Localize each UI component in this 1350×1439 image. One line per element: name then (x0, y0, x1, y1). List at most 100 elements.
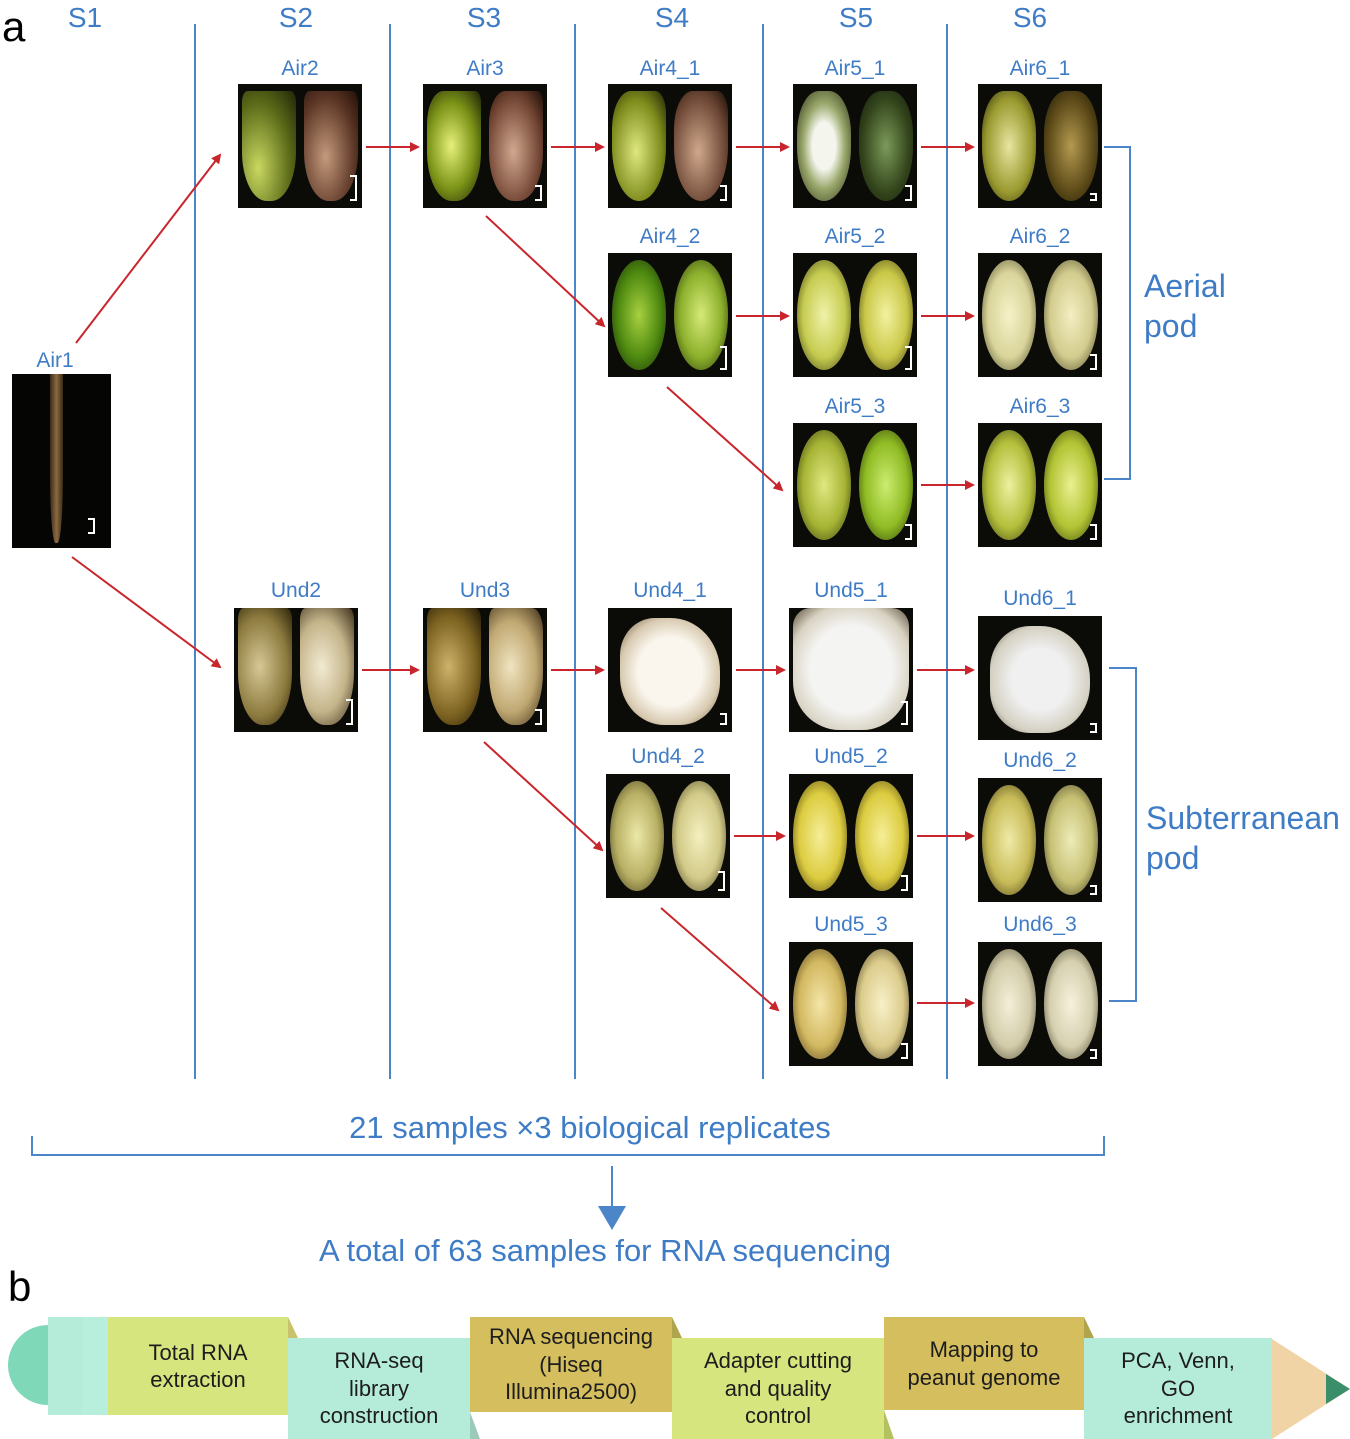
sample-photo (978, 942, 1102, 1066)
sample-label: Air1 (36, 349, 74, 372)
stage-divider (762, 24, 764, 1079)
sample-label: Air4_1 (639, 57, 701, 80)
sample-und5-2: Und5_2 (789, 746, 913, 898)
sample-label: Air6_3 (1009, 395, 1071, 418)
sample-photo (608, 253, 732, 377)
sample-air3: Air3 (423, 58, 547, 208)
step-adapter-cutting: Adapter cutting and quality control (672, 1338, 884, 1439)
sample-photo (238, 84, 362, 208)
step-label: Mapping to peanut genome (907, 1337, 1061, 1390)
stage-divider (389, 24, 391, 1079)
sample-photo (608, 608, 732, 732)
sample-photo (606, 774, 730, 898)
sample-photo (789, 608, 913, 732)
sample-air6-3: Air6_3 (978, 396, 1102, 547)
sample-label: Air2 (281, 57, 319, 80)
pencil-lead (1326, 1374, 1350, 1404)
sample-photo (978, 778, 1102, 902)
aerial-pod-label: Aerial pod (1144, 268, 1226, 344)
sample-photo (234, 608, 358, 732)
sample-label: Und6_2 (1003, 749, 1077, 772)
sample-photo (793, 423, 917, 547)
arrow-und4-2-und5-3 (660, 907, 780, 1012)
sample-air6-2: Air6_2 (978, 226, 1102, 377)
stage-s6: S6 (1012, 2, 1048, 33)
step-label: Total RNA extraction (148, 1339, 248, 1393)
subterranean-pod-label: Subterranean pod (1146, 800, 1340, 876)
sample-photo (978, 84, 1102, 208)
arrow-und3-und4-2 (483, 741, 604, 852)
panel-b-letter: b (8, 1263, 32, 1310)
step-analysis: PCA, Venn, GO enrichment (1084, 1338, 1272, 1439)
arrow-air1-air2 (75, 153, 222, 344)
step-label: RNA sequencing (Hiseq Illumina2500) (489, 1324, 653, 1405)
stage-divider (574, 24, 576, 1079)
step-genome-mapping: Mapping to peanut genome (884, 1317, 1084, 1410)
stage-s4: S4 (654, 2, 690, 33)
sample-air1: Air1 (12, 350, 111, 548)
stage-s2: S2 (278, 2, 314, 33)
sample-und5-3: Und5_3 (789, 914, 913, 1066)
stage-s1: S1 (67, 2, 103, 33)
sample-label: Und6_1 (1003, 587, 1077, 610)
step-label: Adapter cutting and quality control (704, 1348, 852, 1429)
sample-label: Und5_1 (814, 579, 888, 602)
step-rna-sequencing: RNA sequencing (Hiseq Illumina2500) (470, 1317, 672, 1412)
stage-s3: S3 (466, 2, 502, 33)
step-rna-extraction: Total RNA extraction (108, 1317, 288, 1415)
sample-und6-1: Und6_1 (978, 588, 1102, 740)
sample-label: Und5_3 (814, 913, 888, 936)
sample-label: Und4_1 (633, 579, 707, 602)
sample-und2: Und2 (234, 580, 358, 732)
sample-label: Air6_2 (1009, 225, 1071, 248)
arrow-air4-2-air5-3 (666, 386, 784, 492)
sample-photo (793, 253, 917, 377)
flow-arrow-head (598, 1206, 626, 1230)
arrow-air1-und2 (71, 556, 222, 669)
sample-photo (789, 774, 913, 898)
sample-und4-1: Und4_1 (608, 580, 732, 732)
sample-photo (793, 84, 917, 208)
total-samples-text: A total of 63 samples for RNA sequencing (318, 1233, 892, 1268)
step-library-construction: RNA-seq library construction (288, 1338, 470, 1439)
aerial-bracket (1104, 146, 1131, 480)
sample-photo (978, 253, 1102, 377)
replicates-text: 21 samples ×3 biological replicates (349, 1110, 831, 1145)
sample-und6-3: Und6_3 (978, 914, 1102, 1066)
sample-air4-2: Air4_2 (608, 226, 732, 377)
sample-photo (423, 84, 547, 208)
sample-label: Und6_3 (1003, 913, 1077, 936)
sample-und6-2: Und6_2 (978, 750, 1102, 902)
sample-label: Und2 (270, 579, 322, 602)
sample-label: Air5_1 (824, 57, 886, 80)
step-label: RNA-seq library construction (319, 1348, 439, 1429)
sample-photo (608, 84, 732, 208)
sample-air5-3: Air5_3 (793, 396, 917, 547)
sample-air5-1: Air5_1 (793, 58, 917, 208)
sample-photo (789, 942, 913, 1066)
stage-s5: S5 (838, 2, 874, 33)
sample-und5-1: Und5_1 (789, 580, 913, 732)
sample-label: Air5_2 (824, 225, 886, 248)
arrow-air3-air4-2 (485, 215, 606, 328)
sample-label: Air4_2 (639, 225, 701, 248)
subterranean-bracket (1109, 667, 1137, 1002)
sample-photo (978, 616, 1102, 740)
sample-label: Air3 (466, 57, 504, 80)
sample-photo (12, 374, 111, 548)
sample-photo (978, 423, 1102, 547)
sample-photo (423, 608, 547, 732)
sample-und4-2: Und4_2 (606, 746, 730, 898)
pencil-wood-tip (1272, 1339, 1350, 1439)
sample-label: Und3 (459, 579, 511, 602)
sample-air4-1: Air4_1 (608, 58, 732, 208)
stage-divider (946, 24, 948, 1079)
stage-divider (194, 24, 196, 1079)
sample-label: Und5_2 (814, 745, 888, 768)
sample-air6-1: Air6_1 (978, 58, 1102, 208)
replicates-bracket (31, 1136, 1105, 1156)
sample-und3: Und3 (423, 580, 547, 732)
sample-label: Air6_1 (1009, 57, 1071, 80)
